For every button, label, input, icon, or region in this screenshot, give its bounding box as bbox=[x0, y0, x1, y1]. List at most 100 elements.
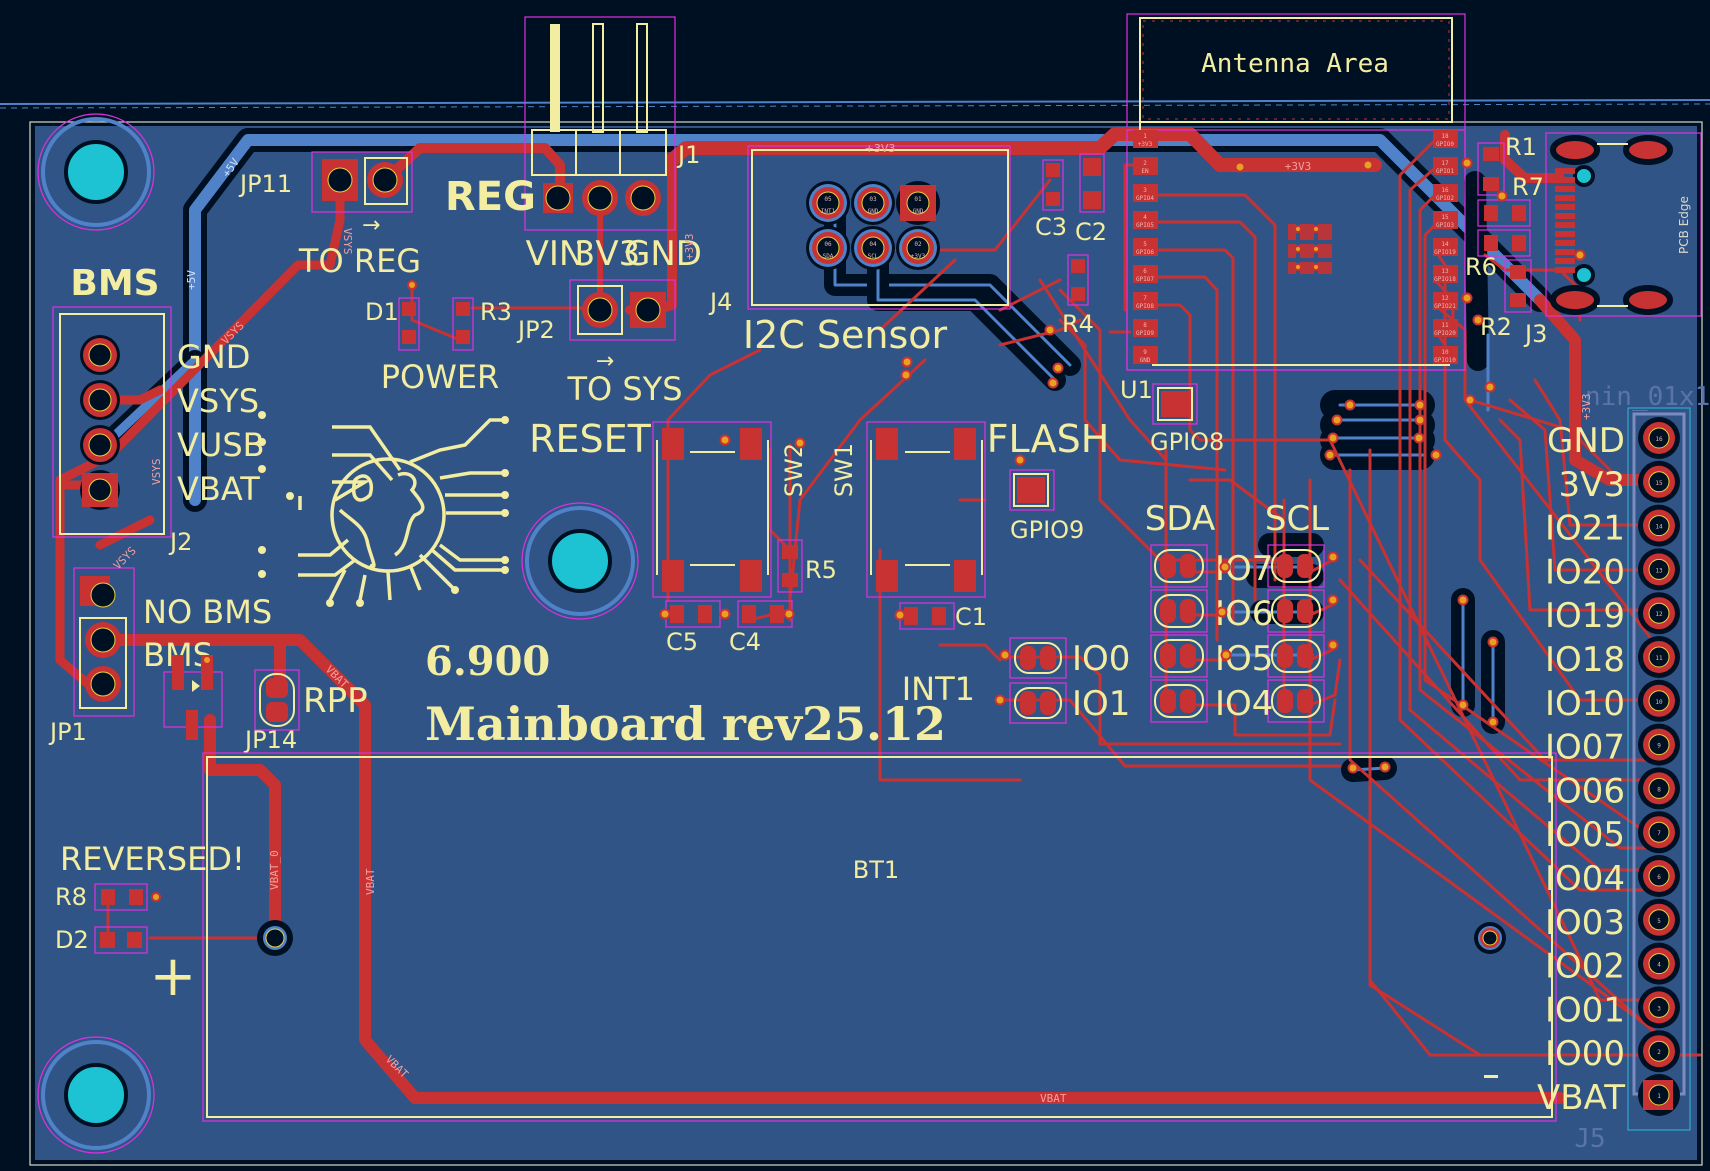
resistor-R4[interactable] bbox=[1067, 254, 1089, 306]
i2c-sensor-label: I2C Sensor bbox=[743, 313, 948, 357]
resistor-R8[interactable] bbox=[94, 883, 161, 911]
u1-pad[interactable] bbox=[1133, 184, 1158, 202]
jumper-pad bbox=[1297, 554, 1313, 578]
u1-pad[interactable] bbox=[1133, 319, 1158, 337]
capacitor-C2[interactable] bbox=[1079, 153, 1105, 213]
resistor-R5[interactable] bbox=[777, 539, 803, 593]
u1-pad[interactable] bbox=[1433, 292, 1458, 310]
pad-net: GPIO1 bbox=[1436, 168, 1454, 175]
usb-signal-pad bbox=[1555, 177, 1575, 183]
u1-pad[interactable] bbox=[1433, 130, 1458, 148]
j2-pin-label: GND bbox=[177, 338, 250, 376]
u1-pad[interactable] bbox=[1433, 157, 1458, 175]
jumper-JP14[interactable] bbox=[254, 669, 300, 731]
u1-pad[interactable] bbox=[1133, 238, 1158, 256]
u1-pad[interactable] bbox=[1433, 184, 1458, 202]
u1-pad[interactable] bbox=[1133, 211, 1158, 229]
testpoint-GPIO9[interactable] bbox=[1009, 469, 1055, 511]
via bbox=[999, 649, 1011, 661]
resistor-R2[interactable] bbox=[1504, 259, 1532, 313]
solder-jumper-scl[interactable] bbox=[1267, 589, 1325, 633]
solder-jumper-int1[interactable] bbox=[1009, 682, 1067, 724]
solder-jumper-int1[interactable] bbox=[1009, 637, 1067, 679]
pad-net: GPIO21 bbox=[1434, 303, 1456, 310]
reg-section-label: REG bbox=[445, 174, 536, 220]
jumper-JP1[interactable] bbox=[73, 567, 135, 717]
jumper-JP11[interactable] bbox=[311, 151, 413, 213]
u1-pad[interactable] bbox=[1433, 346, 1458, 364]
connector-J1[interactable] bbox=[524, 16, 676, 231]
header-pin-label: IO10 bbox=[1545, 684, 1625, 724]
reset-label: RESET bbox=[529, 417, 652, 461]
capacitor-C3[interactable] bbox=[1042, 159, 1064, 211]
via bbox=[1461, 157, 1473, 169]
button-SW1[interactable] bbox=[866, 421, 986, 598]
solder-jumper-sda[interactable] bbox=[1150, 679, 1208, 723]
pad-net: +3V3 bbox=[911, 253, 926, 260]
pad-net: GPIO8 bbox=[1136, 303, 1154, 310]
board-title-line1: 6.900 bbox=[425, 638, 550, 685]
jumper-pad bbox=[1277, 554, 1293, 578]
button-SW2[interactable] bbox=[652, 421, 772, 598]
jumper-outline bbox=[1154, 594, 1204, 628]
u1-pad[interactable] bbox=[1133, 346, 1158, 364]
u1-pad[interactable] bbox=[1133, 157, 1158, 175]
connector-J2[interactable]: J2 bbox=[52, 306, 192, 556]
via bbox=[901, 356, 913, 368]
via bbox=[1216, 606, 1228, 618]
pad-number: 17 bbox=[1441, 160, 1449, 167]
transistor-rpp[interactable] bbox=[163, 655, 223, 740]
resistor-R1[interactable] bbox=[1477, 142, 1505, 196]
jumper-pad bbox=[1160, 554, 1176, 578]
pad-number: 9 bbox=[1143, 349, 1147, 356]
net-label: +3V3 bbox=[1285, 160, 1312, 173]
header-pin-labels: GND3V3IO21IO20IO19IO18IO10IO07IO06IO05IO… bbox=[1537, 421, 1625, 1118]
jumper-JP2[interactable] bbox=[569, 279, 676, 341]
j2-pad-hole bbox=[88, 388, 112, 412]
u1-pad[interactable] bbox=[1133, 130, 1158, 148]
mounting-hole-bottom-left[interactable] bbox=[37, 1036, 155, 1154]
refdes-R4: R4 bbox=[1062, 310, 1094, 338]
net-label: VBAT_0 bbox=[268, 850, 281, 890]
flash-label: FLASH bbox=[987, 417, 1110, 461]
resistor-R3[interactable] bbox=[452, 297, 474, 351]
u1-pad[interactable] bbox=[1433, 238, 1458, 256]
led-D1[interactable] bbox=[398, 280, 420, 351]
module-U1[interactable]: 1+3V32EN3GPIO44GPIO55GPIO66GPIO77GPIO88G… bbox=[1126, 122, 1466, 371]
solder-jumper-scl[interactable] bbox=[1267, 544, 1325, 588]
usb-c-connector-J3[interactable]: PCB Edge bbox=[1545, 132, 1702, 317]
mounting-hole-center[interactable] bbox=[521, 502, 639, 620]
solder-jumper-scl[interactable] bbox=[1267, 679, 1325, 723]
battery-holder-BT1[interactable]: BT1 bbox=[202, 752, 1557, 1122]
testpoint-GPIO8[interactable] bbox=[1152, 383, 1198, 425]
header-pad-hole bbox=[1648, 558, 1670, 580]
pad-net: GPIO7 bbox=[1136, 276, 1154, 283]
refdes-J4: J4 bbox=[708, 288, 732, 316]
header-pad-hole bbox=[1648, 602, 1670, 624]
led-D2[interactable] bbox=[94, 926, 148, 954]
u1-pad[interactable] bbox=[1133, 292, 1158, 310]
solder-jumper-sda[interactable] bbox=[1150, 544, 1208, 588]
net-label: +3V3 bbox=[683, 234, 696, 261]
u1-pad[interactable] bbox=[1433, 211, 1458, 229]
solder-jumper-sda[interactable] bbox=[1150, 589, 1208, 633]
via bbox=[794, 437, 806, 449]
usb-signal-pad bbox=[1555, 240, 1575, 246]
j2-pin-label: VUSB bbox=[177, 426, 265, 464]
header-pad-hole bbox=[1648, 1040, 1670, 1062]
u1-pad[interactable] bbox=[1433, 319, 1458, 337]
pad-number: 1 bbox=[1657, 1093, 1661, 1100]
solder-jumper-scl[interactable] bbox=[1267, 634, 1325, 678]
solder-jumper-sda[interactable] bbox=[1150, 634, 1208, 678]
u1-pad[interactable] bbox=[1133, 265, 1158, 283]
via bbox=[1234, 161, 1246, 173]
resistor-R6[interactable] bbox=[1477, 229, 1531, 257]
mounting-hole-top-left[interactable] bbox=[37, 113, 155, 231]
battery-plus-marker: + bbox=[150, 944, 197, 1009]
sda-label: SDA bbox=[1145, 499, 1215, 539]
u1-pad[interactable] bbox=[1433, 265, 1458, 283]
